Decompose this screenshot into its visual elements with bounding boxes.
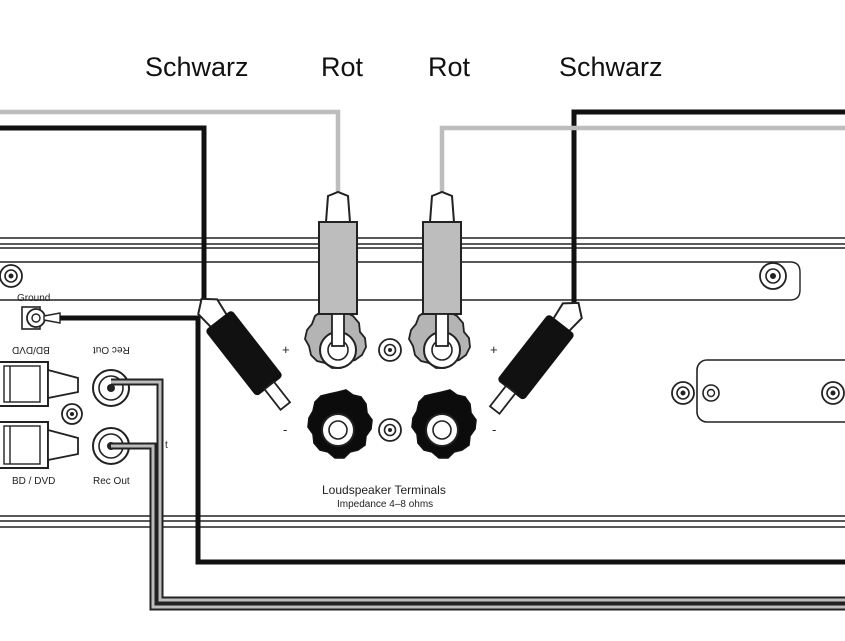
terminal-screw-bottom	[378, 418, 402, 442]
black-wire-left	[0, 125, 207, 300]
label-left-red-wire: Rot	[321, 52, 364, 82]
ground-label: Ground	[17, 293, 51, 304]
chassis-screw-right	[759, 262, 787, 290]
label-right-black-wire: Schwarz	[559, 52, 663, 82]
minus-label-left: -	[283, 422, 288, 437]
rec-out-partial-label: t	[165, 440, 168, 451]
rec-out-jack-top	[92, 369, 130, 407]
impedance-label: Impedance 4–8 ohms	[337, 499, 434, 510]
label-left-black-wire: Schwarz	[145, 52, 249, 82]
red-wire-right	[439, 125, 845, 196]
bd-dvd-rca-plugs	[0, 361, 79, 469]
black-binding-post-left	[307, 389, 373, 459]
chassis-screw-left	[0, 264, 23, 288]
black-binding-post-right	[411, 389, 477, 459]
plus-label-left: +	[282, 342, 290, 357]
red-banana-plug-right	[422, 190, 462, 347]
rec-out-top-label: Rec Out	[93, 344, 130, 355]
terminal-screw-top	[378, 338, 402, 362]
loudspeaker-terminals-title: Loudspeaker Terminals	[322, 483, 446, 497]
red-wire-left	[0, 109, 341, 196]
rec-out-bottom-label: Rec Out	[93, 476, 130, 487]
plate-screw-inner	[702, 384, 720, 402]
plate-screw-right	[821, 381, 845, 405]
ground-wire	[60, 315, 845, 565]
black-banana-plug-right	[488, 301, 583, 415]
black-wire-right	[571, 109, 845, 305]
minus-label-right: -	[492, 422, 497, 437]
label-right-red-wire: Rot	[428, 52, 471, 82]
ground-terminal	[21, 306, 61, 330]
bd-dvd-top-label: BD/DVD	[12, 344, 50, 355]
plate-screw-left	[671, 381, 695, 405]
rca-panel-screw	[61, 403, 83, 425]
plus-label-right: +	[490, 342, 498, 357]
black-banana-plug-left	[197, 297, 292, 411]
rec-out-cables	[111, 378, 845, 611]
red-banana-plug-left	[318, 190, 358, 347]
bd-dvd-bottom-label: BD / DVD	[12, 476, 56, 487]
